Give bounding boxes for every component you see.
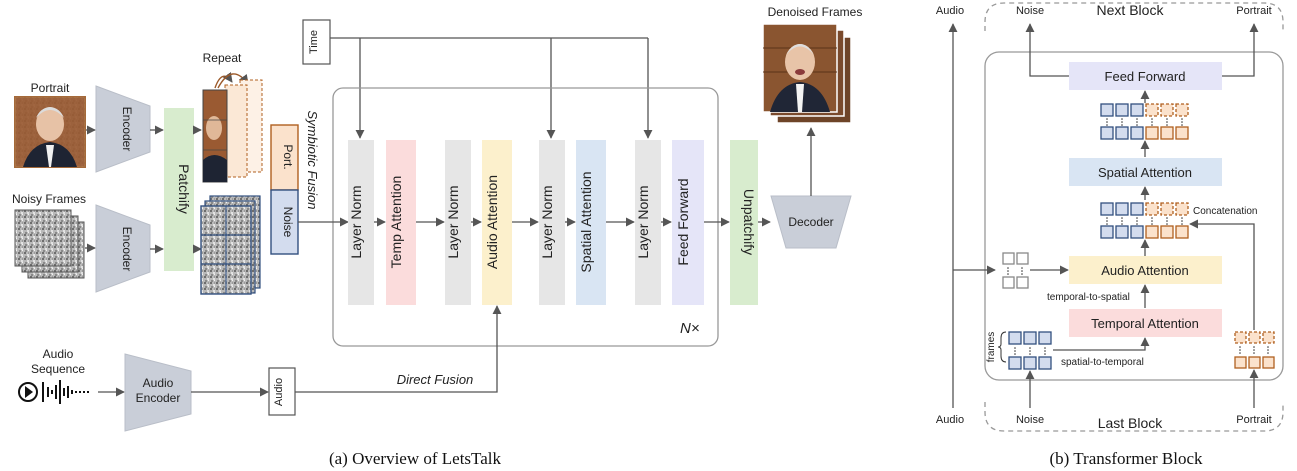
svg-text:Noise: Noise (281, 207, 295, 238)
svg-text:Audio Attention: Audio Attention (1101, 263, 1188, 278)
audio-token: Audio (268, 367, 296, 416)
svg-text:Time: Time (308, 30, 320, 54)
noise-top-label: Noise (1016, 5, 1044, 17)
token-grid-post-spatial (1100, 103, 1189, 140)
audio-bottom-label: Audio (936, 414, 964, 426)
svg-text:Layer Norm: Layer Norm (348, 185, 364, 258)
layer-norm-1: Layer Norm (348, 140, 374, 305)
svg-text:Feed Forward: Feed Forward (675, 178, 691, 265)
svg-text:Encoder: Encoder (136, 391, 181, 405)
audio-attention-block: Audio Attention (482, 140, 512, 305)
layer-norm-2: Layer Norm (445, 140, 471, 305)
audio-sequence-label-1: Audio (43, 347, 74, 361)
audio-token-grid (1002, 252, 1029, 289)
token-grid-concatenated (1100, 202, 1189, 239)
feed-forward-box: Feed Forward (1069, 62, 1222, 90)
noisy-frames-stack (14, 209, 85, 279)
transformer-block-outline (984, 51, 1284, 381)
noisy-patches-grid (200, 195, 261, 295)
svg-text:Decoder: Decoder (788, 215, 833, 229)
layer-norm-4: Layer Norm (635, 140, 661, 305)
audio-encoder-block: Audio Encoder (124, 353, 192, 432)
svg-text:Encoder: Encoder (120, 107, 134, 152)
svg-text:Feed Forward: Feed Forward (1105, 69, 1186, 84)
svg-text:Unpatchify: Unpatchify (741, 189, 757, 255)
last-block-label: Last Block (1098, 415, 1164, 431)
time-input: Time (302, 19, 331, 65)
svg-text:Encoder: Encoder (120, 227, 134, 272)
noisy-frames-label: Noisy Frames (12, 192, 86, 206)
noise-token: Noise (270, 189, 299, 255)
decoder-block: Decoder (770, 195, 852, 249)
portrait-token: Port. (270, 124, 299, 191)
svg-text:Audio: Audio (273, 378, 285, 406)
frames-label: frames (986, 332, 997, 363)
encoder-top: Encoder (95, 85, 151, 173)
svg-text:Layer Norm: Layer Norm (445, 185, 461, 258)
caption-overview: (a) Overview of LetsTalk (329, 449, 502, 468)
svg-text:Spatial Attention: Spatial Attention (578, 171, 594, 272)
audio-attention-box: Audio Attention (1069, 256, 1222, 284)
caption-transformer-block: (b) Transformer Block (1050, 449, 1203, 468)
svg-text:Temp Attention: Temp Attention (388, 176, 404, 269)
repeated-portrait-patches (202, 79, 263, 183)
temporal-to-spatial-label: temporal-to-spatial (1047, 292, 1130, 303)
svg-text:Layer Norm: Layer Norm (539, 185, 555, 258)
waveform-icon (42, 380, 89, 404)
unpatchify-block: Unpatchify (730, 140, 758, 305)
repeat-label: Repeat (203, 51, 242, 65)
spatial-to-temporal-label: spatial-to-temporal (1061, 357, 1144, 368)
noise-token-grid (1008, 331, 1052, 370)
concatenation-label: Concatenation (1193, 206, 1258, 217)
direct-fusion-label: Direct Fusion (397, 372, 474, 387)
svg-text:Layer Norm: Layer Norm (635, 185, 651, 258)
encoder-bottom: Encoder (95, 204, 151, 293)
transformer-container (332, 87, 719, 347)
portrait-bottom-label: Portrait (1236, 414, 1271, 426)
patchify-block: Patchify (164, 108, 194, 271)
audio-top-label: Audio (936, 5, 964, 17)
play-icon (18, 382, 38, 402)
spatial-attention-box: Spatial Attention (1069, 158, 1222, 186)
svg-text:Spatial Attention: Spatial Attention (1098, 165, 1192, 180)
denoised-frames-label: Denoised Frames (768, 5, 863, 19)
denoised-frames-stack (762, 23, 852, 124)
symbiotic-fusion-label: Symbiotic Fusion (305, 111, 320, 210)
frames-brace (997, 331, 1007, 363)
portrait-token-grid (1234, 331, 1275, 369)
layer-norm-3: Layer Norm (539, 140, 565, 305)
svg-text:Port.: Port. (281, 144, 295, 169)
svg-text:Audio Attention: Audio Attention (484, 175, 500, 269)
spatial-attention-block: Spatial Attention (576, 140, 606, 305)
next-block-label: Next Block (1097, 2, 1165, 18)
noise-bottom-label: Noise (1016, 414, 1044, 426)
svg-text:Audio: Audio (143, 376, 174, 390)
n-times-label: N× (680, 320, 700, 337)
svg-text:Temporal Attention: Temporal Attention (1091, 316, 1199, 331)
portrait-image (14, 96, 86, 168)
audio-sequence-label-2: Sequence (31, 362, 85, 376)
temp-attention-block: Temp Attention (386, 140, 416, 305)
temporal-attention-box: Temporal Attention (1069, 309, 1222, 337)
feed-forward-block: Feed Forward (672, 140, 704, 305)
portrait-label: Portrait (31, 81, 70, 95)
portrait-top-label: Portrait (1236, 5, 1271, 17)
svg-text:Patchify: Patchify (176, 164, 192, 214)
